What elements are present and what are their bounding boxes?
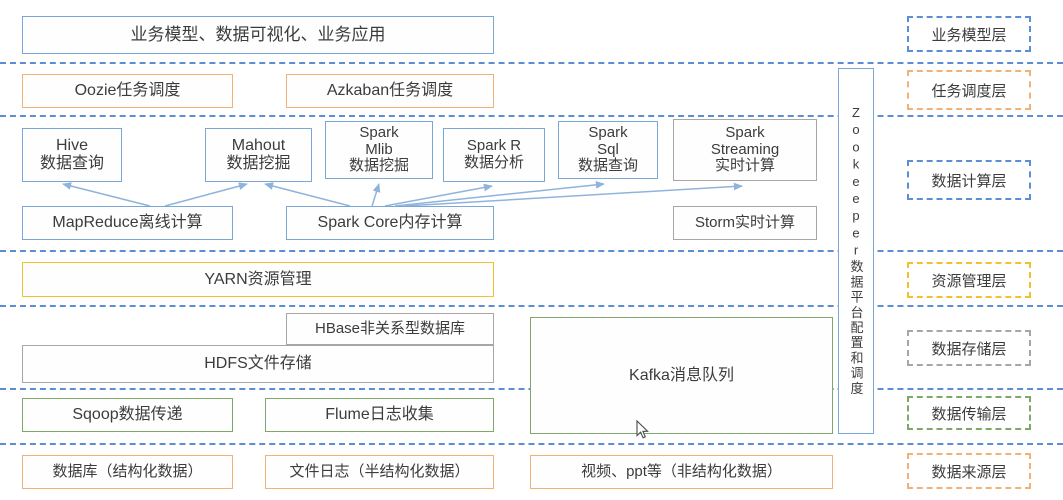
spark-streaming-box-label: Spark Streaming 实时计算 xyxy=(710,123,780,175)
spark-core-box-label: Spark Core内存计算 xyxy=(317,214,463,232)
business-model-box-label: 业务模型、数据可视化、业务应用 xyxy=(130,25,386,45)
source-media-box-label: 视频、ppt等（非结构化数据） xyxy=(581,462,782,480)
source-db-box-label: 数据库（结构化数据） xyxy=(52,462,203,480)
layer-separator-1 xyxy=(0,115,1063,117)
layer-tag-task-scheduling[interactable]: 任务调度层 xyxy=(907,70,1031,110)
yarn-box[interactable]: YARN资源管理 xyxy=(22,262,494,297)
arrow-sparkcore-to-sparkstreaming xyxy=(404,182,743,207)
layer-tag-data-compute-label: 数据计算层 xyxy=(931,172,1007,190)
spark-r-box-label: Spark R 数据分析 xyxy=(463,137,524,171)
source-log-box[interactable]: 文件日志（半结构化数据） xyxy=(265,455,494,489)
layer-tag-task-scheduling-label: 任务调度层 xyxy=(931,82,1007,100)
business-model-box[interactable]: 业务模型、数据可视化、业务应用 xyxy=(22,16,494,54)
layer-tag-data-storage-label: 数据存储层 xyxy=(931,340,1007,358)
arrow-sparkcore-to-sparkmlib xyxy=(371,183,381,207)
layer-tag-data-compute[interactable]: 数据计算层 xyxy=(907,160,1031,200)
layer-separator-0 xyxy=(0,62,1063,64)
yarn-box-label: YARN资源管理 xyxy=(204,270,312,288)
arrow-sparkcore-to-sparksql xyxy=(394,180,605,207)
layer-tag-data-storage[interactable]: 数据存储层 xyxy=(907,330,1031,366)
oozie-box[interactable]: Oozie任务调度 xyxy=(22,74,233,108)
arrow-sparkcore-to-mahout xyxy=(264,182,351,207)
arrow-mapreduce-to-hive xyxy=(62,182,151,207)
azkaban-box-label: Azkaban任务调度 xyxy=(326,82,454,100)
sqoop-box-label: Sqoop数据传递 xyxy=(72,406,183,424)
spark-sql-box[interactable]: Spark Sql 数据查询 xyxy=(558,121,658,179)
source-log-box-label: 文件日志（半结构化数据） xyxy=(289,462,470,480)
spark-mlib-box[interactable]: Spark Mlib 数据挖掘 xyxy=(325,121,433,179)
storm-box-label: Storm实时计算 xyxy=(694,213,795,231)
mahout-box[interactable]: Mahout 数据挖掘 xyxy=(205,128,312,182)
mapreduce-box[interactable]: MapReduce离线计算 xyxy=(22,206,233,240)
arrow-mapreduce-to-mahout xyxy=(164,182,248,207)
sqoop-box[interactable]: Sqoop数据传递 xyxy=(22,398,233,432)
spark-core-box[interactable]: Spark Core内存计算 xyxy=(286,206,494,240)
zookeeper-label: Zookeeper数据平台配置和调度 xyxy=(848,105,864,397)
mahout-box-label: Mahout 数据挖掘 xyxy=(226,137,291,172)
layer-tag-data-source-label: 数据来源层 xyxy=(931,463,1007,481)
layer-tag-business-model[interactable]: 业务模型层 xyxy=(907,16,1031,52)
layer-tag-data-source[interactable]: 数据来源层 xyxy=(907,453,1031,489)
layer-tag-data-transport[interactable]: 数据传输层 xyxy=(907,396,1031,430)
hbase-box[interactable]: HBase非关系型数据库 xyxy=(286,313,494,345)
layer-tag-business-model-label: 业务模型层 xyxy=(931,26,1007,44)
layer-separator-5 xyxy=(0,443,1063,445)
flume-box[interactable]: Flume日志收集 xyxy=(265,398,494,432)
spark-mlib-box-label: Spark Mlib 数据挖掘 xyxy=(348,123,409,175)
arrow-sparkcore-to-sparkr xyxy=(384,183,493,207)
flume-box-label: Flume日志收集 xyxy=(325,406,434,424)
oozie-box-label: Oozie任务调度 xyxy=(74,82,181,100)
hdfs-box-label: HDFS文件存储 xyxy=(204,355,312,373)
storm-box[interactable]: Storm实时计算 xyxy=(673,206,817,240)
spark-r-box[interactable]: Spark R 数据分析 xyxy=(443,128,545,182)
spark-sql-box-label: Spark Sql 数据查询 xyxy=(577,123,638,175)
source-media-box[interactable]: 视频、ppt等（非结构化数据） xyxy=(530,455,833,489)
layer-tag-resource-management[interactable]: 资源管理层 xyxy=(907,262,1031,298)
zookeeper-bar[interactable]: Zookeeper数据平台配置和调度 xyxy=(838,68,874,434)
mapreduce-box-label: MapReduce离线计算 xyxy=(52,214,203,232)
layer-separator-2 xyxy=(0,250,1063,252)
layer-separator-3 xyxy=(0,305,1063,307)
source-db-box[interactable]: 数据库（结构化数据） xyxy=(22,455,233,489)
spark-streaming-box[interactable]: Spark Streaming 实时计算 xyxy=(673,119,817,181)
kafka-box[interactable]: Kafka消息队列 xyxy=(530,317,833,434)
azkaban-box[interactable]: Azkaban任务调度 xyxy=(286,74,494,108)
hdfs-box[interactable]: HDFS文件存储 xyxy=(22,345,494,383)
hive-box[interactable]: Hive 数据查询 xyxy=(22,128,122,182)
layer-tag-data-transport-label: 数据传输层 xyxy=(931,405,1007,423)
layer-tag-resource-management-label: 资源管理层 xyxy=(931,272,1007,290)
hbase-box-label: HBase非关系型数据库 xyxy=(314,319,466,337)
kafka-box-label: Kafka消息队列 xyxy=(629,366,734,384)
mouse-cursor xyxy=(636,420,649,439)
hive-box-label: Hive 数据查询 xyxy=(39,137,104,172)
